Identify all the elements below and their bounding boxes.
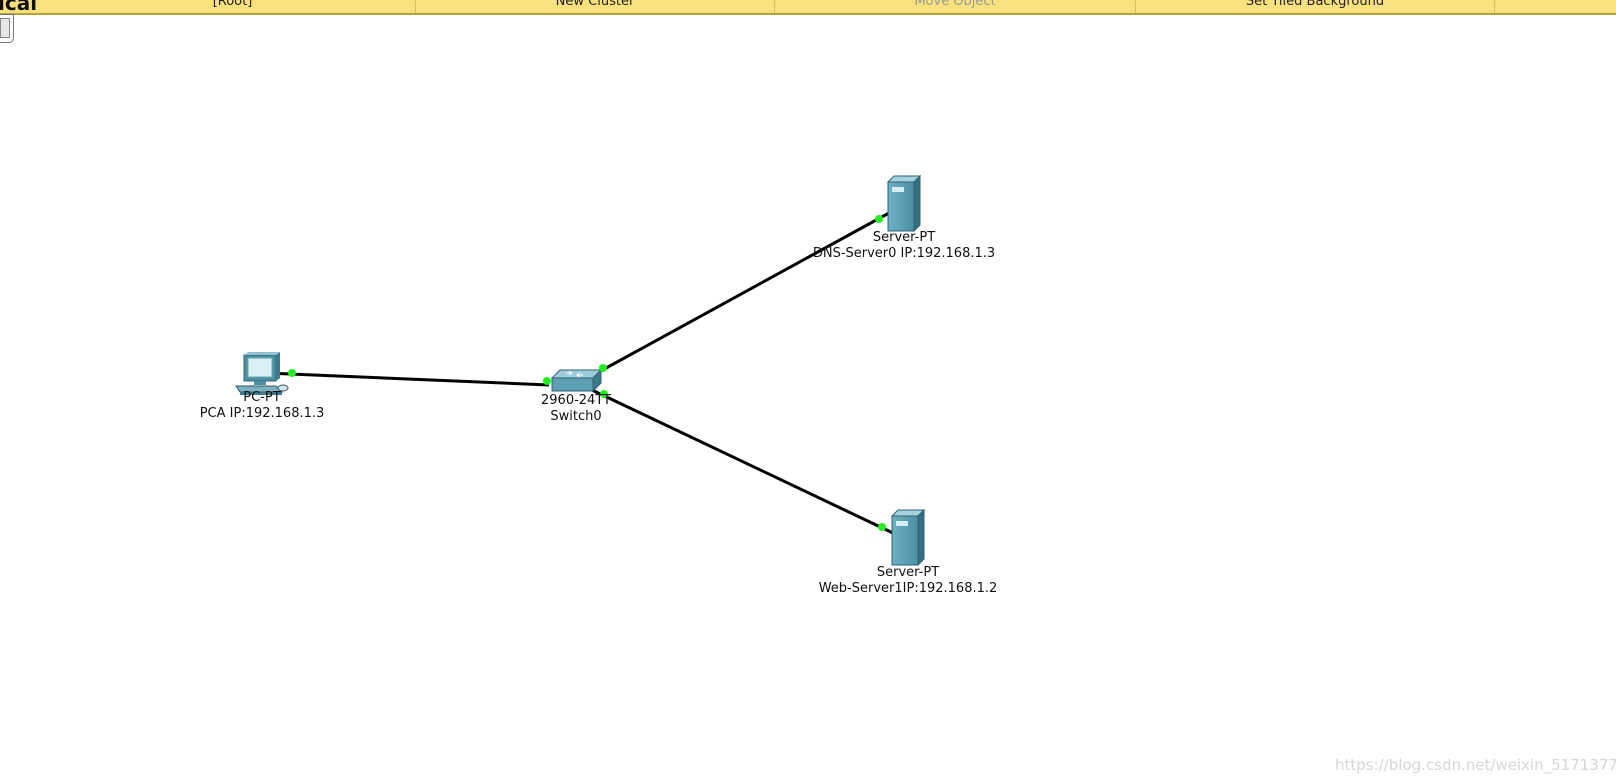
- web-server-device-label: Server-PT Web-Server1IP:192.168.1.2: [819, 565, 998, 597]
- set-tiled-background-button[interactable]: Set Tiled Background: [1136, 0, 1494, 13]
- set-tiled-background-label: Set Tiled Background: [1245, 0, 1385, 9]
- pc-device-icon[interactable]: [235, 352, 289, 395]
- cable-pc-switch[interactable]: [265, 371, 550, 387]
- dns-server-device-icon[interactable]: [886, 174, 922, 233]
- viewport-navigator-button[interactable]: [0, 14, 14, 43]
- switch-device-label: 2960-24TT Switch0: [541, 393, 611, 425]
- cable-switch-web-server[interactable]: [591, 388, 894, 535]
- link-light-dns-server: [875, 215, 883, 223]
- dns-server-name: DNS-Server0 IP:192.168.1.3: [812, 246, 996, 261]
- logical-workspace-canvas[interactable]: [0, 15, 1616, 784]
- link-light-pc: [288, 369, 296, 377]
- link-light-switch-to-dns: [599, 364, 607, 372]
- switch-device-icon[interactable]: [550, 368, 603, 393]
- new-cluster-label: New Cluster: [555, 0, 635, 9]
- pc-name: PCA IP:192.168.1.3: [199, 406, 325, 421]
- dns-server-model: Server-PT: [872, 230, 936, 245]
- move-object-label: Move Object: [914, 0, 996, 9]
- dns-server-device-label: Server-PT DNS-Server0 IP:192.168.1.3: [813, 230, 995, 262]
- switch-model: 2960-24TT: [541, 393, 611, 408]
- cable-switch-dns-server[interactable]: [596, 211, 890, 375]
- link-light-switch-to-web: [600, 390, 608, 398]
- switch-name: Switch0: [550, 409, 602, 424]
- toolbar-divider: [415, 0, 416, 13]
- root-button-label: [Root]: [212, 0, 253, 9]
- topology-diagram: [235, 174, 926, 567]
- workspace-mode-label: ical: [0, 0, 38, 15]
- toolbar-divider: [774, 0, 775, 13]
- toolbar-divider: [1135, 0, 1136, 13]
- new-cluster-button[interactable]: New Cluster: [416, 0, 774, 13]
- web-server-device-icon[interactable]: [890, 508, 926, 567]
- pc-device-label: PC-PT PCA IP:192.168.1.3: [200, 390, 325, 422]
- pc-model: PC-PT: [243, 390, 281, 405]
- link-light-web-server: [878, 523, 886, 531]
- link-light-switch-to-pc: [543, 377, 551, 385]
- navigator-icon: [0, 18, 10, 38]
- root-button[interactable]: [Root]: [50, 0, 415, 13]
- move-object-button[interactable]: Move Object: [775, 0, 1135, 13]
- toolbar-divider: [1494, 0, 1495, 13]
- watermark-text: https://blog.csdn.net/weixin_51713776: [1335, 756, 1616, 774]
- workspace-toolbar: ical [Root] New Cluster Move Object Set …: [0, 0, 1616, 15]
- web-server-model: Server-PT: [876, 565, 940, 580]
- web-server-name: Web-Server1IP:192.168.1.2: [818, 581, 998, 596]
